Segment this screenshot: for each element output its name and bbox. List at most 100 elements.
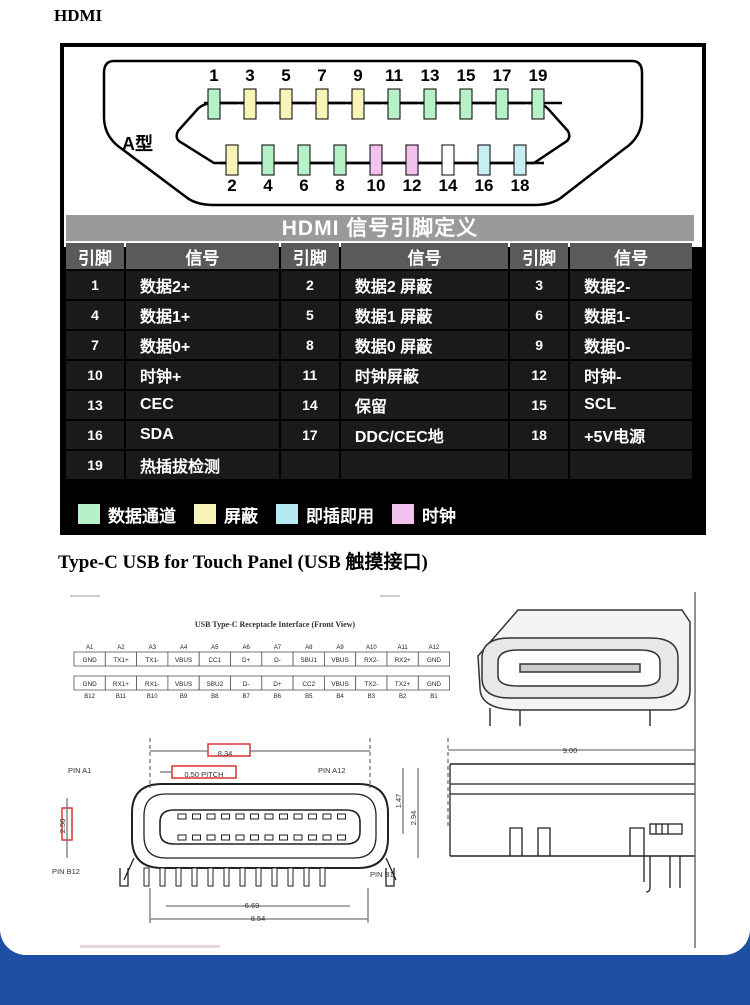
hdmi-pin [531, 88, 545, 120]
contact-pin [279, 834, 288, 841]
legend-item: 时钟 [392, 502, 456, 527]
usb-pin-signal: VBUS [175, 657, 192, 664]
pin-number-cell: 6 [510, 301, 569, 329]
signal-cell: 数据0 屏蔽 [340, 331, 509, 359]
table-title: HDMI 信号引脚定义 [66, 215, 694, 241]
dim-pitch: 0.50 PITCH [184, 770, 223, 779]
usb-pin-id: B8 [211, 694, 219, 700]
signal-cell: 数据2- [570, 271, 692, 299]
usb-pin-signal: TX2+ [395, 681, 411, 688]
signal-cell: 热插拔检测 [126, 451, 279, 479]
usb-pin-id: A9 [336, 645, 344, 651]
usb-pin-signal: TX2- [364, 681, 378, 688]
signal-cell: 数据1- [570, 301, 692, 329]
usb-pin-id: A3 [149, 645, 157, 651]
usb-pin-id: A11 [398, 645, 409, 651]
legend-label: 屏蔽 [224, 506, 258, 526]
solder-leg [223, 867, 230, 887]
contact-pin [279, 813, 288, 820]
mount-leg [119, 868, 129, 887]
dim-6-69: 6.69 [245, 901, 260, 910]
receptacle-3d [477, 609, 691, 726]
usb-pin-signal: D- [243, 681, 250, 688]
mount-leg [385, 868, 395, 887]
usb-pin-id: A2 [117, 645, 125, 651]
usb-pin-id: A8 [305, 645, 313, 651]
contact-pin [322, 834, 332, 841]
pin-number-label: 8 [335, 176, 344, 195]
contact-pin [322, 813, 332, 820]
usb-pin-signal: RX2- [364, 657, 379, 664]
usb-pin-signal: SBU1 [300, 657, 317, 664]
legend-swatch [392, 504, 414, 524]
color-legend: 数据通道屏蔽即插即用时钟 [78, 501, 474, 527]
contact-pin [250, 834, 259, 841]
dim-1-47: 1.47 [394, 794, 403, 809]
usb-pin-signal: VBUS [331, 681, 348, 688]
pin-number-cell: 13 [66, 391, 124, 419]
pin-number-label: 6 [299, 176, 308, 195]
pin-number-cell: 4 [66, 301, 124, 329]
pin-number-label: 9 [353, 66, 362, 85]
usb-pin-signal: TX1+ [113, 657, 129, 664]
signal-cell: 数据2 屏蔽 [340, 271, 509, 299]
usb-pin-signal: GND [83, 681, 98, 688]
typec-section-title: Type-C USB for Touch Panel (USB 触摸接口) [58, 552, 428, 573]
hdmi-pin [315, 88, 329, 120]
pin-number-label: 18 [511, 176, 530, 195]
usb-pin-signal: VBUS [175, 681, 192, 688]
signal-cell: 数据0- [570, 331, 692, 359]
usb-pin-id: A7 [274, 645, 282, 651]
pin-number-label: 16 [475, 176, 494, 195]
usb-pin-id: B3 [368, 694, 376, 700]
contact-pin [177, 834, 187, 841]
pin-number-label: 13 [421, 66, 440, 85]
usb-pin-signal: GND [427, 657, 442, 664]
hdmi-pin [513, 144, 527, 176]
contact-pin [206, 834, 216, 841]
hdmi-pin [279, 88, 293, 120]
usb-pin-signal: SBU2 [206, 681, 223, 688]
usb-pin-id: A5 [211, 645, 219, 651]
signal-cell: CEC [126, 391, 279, 419]
legend-item: 即插即用 [276, 502, 374, 527]
pin-number-cell: 17 [280, 421, 339, 449]
table-header-5: 信号 [570, 243, 692, 269]
contact-pin [206, 813, 216, 820]
contact-pin [337, 813, 346, 820]
contact-pin [250, 813, 259, 820]
pin-cell [417, 651, 450, 667]
hdmi-pin [459, 88, 473, 120]
contact-pin [308, 834, 317, 841]
pin-number-cell: 8 [280, 331, 339, 359]
usb-pin-id: B1 [430, 694, 438, 700]
dim-9-00: 9.00 [563, 746, 578, 755]
contact-pin [337, 834, 346, 841]
pin-number-label: 7 [317, 66, 326, 85]
usb-pin-signal: RX2+ [395, 657, 411, 664]
contact-pin [192, 834, 201, 841]
pin-number-cell: 12 [510, 361, 569, 389]
signal-cell: 时钟屏蔽 [340, 361, 509, 389]
usb-pin-id: B7 [242, 694, 250, 700]
table-header-1: 信号 [126, 243, 279, 269]
usb-pin-id: A12 [429, 645, 440, 651]
solder-leg [159, 867, 166, 887]
pin-number-cell [510, 451, 569, 479]
legend-label: 即插即用 [306, 506, 374, 526]
table-header-0: 引脚 [66, 243, 124, 269]
usb-pin-signal: TX1- [145, 657, 159, 664]
usb-pin-signal: D+ [273, 681, 282, 688]
front-view-drawing [61, 738, 419, 923]
contact-pin [235, 813, 245, 820]
pin-number-cell: 3 [510, 271, 569, 299]
usb-interface-title: USB Type-C Receptacle Interface (Front V… [195, 620, 356, 629]
legend-swatch [276, 504, 298, 524]
contact-pin [264, 834, 274, 841]
